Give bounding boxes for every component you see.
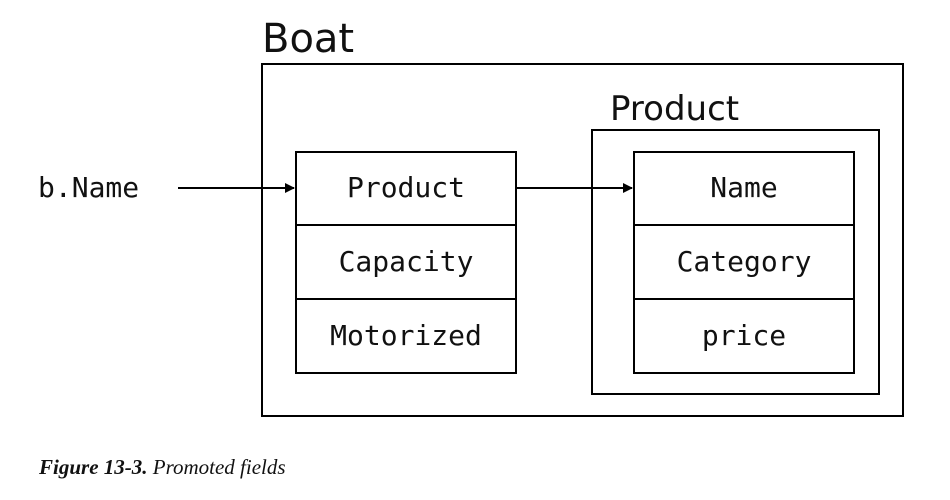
pointer-label: b.Name (38, 171, 139, 204)
product-field-name-cell (633, 151, 855, 226)
product-field-price-cell (633, 298, 855, 374)
figure-caption: Figure 13-3. Promoted fields (39, 455, 286, 480)
boat-container (261, 63, 904, 417)
boat-field-product: Product (347, 171, 465, 204)
boat-field-motorized-cell (295, 298, 517, 374)
boat-field-product-cell (295, 151, 517, 226)
boat-fields-table: Product Capacity Motorized (295, 151, 517, 374)
product-field-category: Category (677, 245, 812, 278)
product-label: Product (610, 89, 739, 129)
boat-field-motorized: Motorized (330, 319, 482, 352)
product-fields-table: Name Category price (633, 151, 855, 374)
product-field-name: Name (710, 171, 777, 204)
boat-label: Boat (262, 16, 354, 62)
figure-title: Promoted fields (152, 455, 286, 479)
boat-field-capacity: Capacity (339, 245, 474, 278)
product-field-price: price (702, 319, 786, 352)
product-container (591, 129, 880, 395)
product-field-category-cell (633, 224, 855, 300)
figure-number: Figure 13-3. (39, 455, 148, 479)
